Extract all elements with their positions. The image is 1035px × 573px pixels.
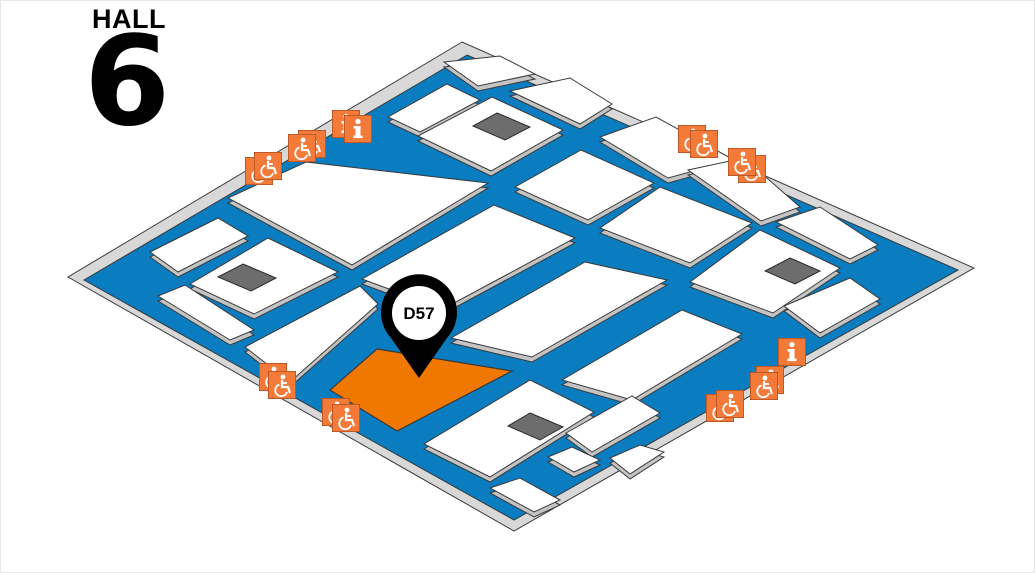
stand-block[interactable] [156, 284, 256, 341]
void-area [506, 412, 565, 441]
hall-label: HALL [92, 4, 166, 34]
stand-block[interactable] [149, 217, 250, 273]
wheelchair-icon[interactable] [690, 130, 718, 158]
stand-block[interactable] [508, 77, 613, 125]
wheelchair-icon[interactable] [716, 390, 744, 418]
wheelchair-icon[interactable] [332, 404, 360, 432]
stand-block[interactable] [609, 444, 666, 475]
stand-block[interactable] [783, 277, 881, 334]
wheelchair-icon[interactable] [288, 134, 316, 162]
wheelchair-icon[interactable] [750, 372, 778, 400]
wheelchair-icon[interactable] [728, 148, 756, 176]
stand-block[interactable] [560, 309, 744, 401]
info-icon[interactable] [344, 115, 372, 143]
void-area [216, 263, 278, 292]
booth-label: D57 [403, 304, 434, 323]
stand-block[interactable] [774, 206, 880, 260]
void-area [763, 257, 822, 285]
void-area [471, 112, 532, 141]
stand-block[interactable] [386, 83, 482, 133]
hall-number: 6 [84, 10, 171, 154]
booth-pin[interactable]: D57 [381, 274, 457, 378]
pin-badge [392, 286, 446, 340]
wheelchair-icon[interactable] [268, 371, 296, 399]
stand-block[interactable] [565, 395, 661, 453]
stand-block[interactable] [442, 55, 537, 87]
stand-block[interactable] [422, 379, 596, 478]
stand-block[interactable] [513, 149, 656, 221]
void-areas [216, 112, 822, 441]
booth-highlight[interactable] [328, 348, 514, 432]
stand-block[interactable] [686, 157, 801, 222]
wheelchair-icon[interactable] [254, 152, 282, 180]
stand-block[interactable] [546, 446, 602, 473]
stand-block[interactable] [488, 477, 562, 513]
stand-block[interactable] [449, 261, 669, 358]
stand-block[interactable] [598, 186, 754, 264]
info-icon[interactable] [778, 338, 806, 366]
